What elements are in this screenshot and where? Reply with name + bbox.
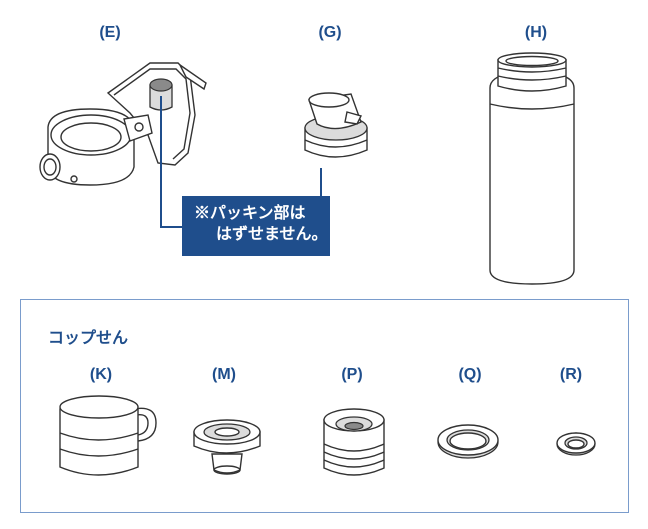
part-m-drawing	[193, 419, 261, 475]
part-e-lid-drawing	[39, 62, 207, 186]
note-line-2: はずせません。	[216, 226, 328, 243]
gasket-note-box: ※パッキン部は はずせません。	[182, 196, 330, 256]
label-part-h: (H)	[524, 24, 548, 41]
part-p-drawing	[323, 408, 385, 476]
label-part-g: (G)	[318, 24, 342, 41]
part-h-bottle-drawing	[489, 52, 575, 285]
label-part-m: (M)	[212, 366, 236, 383]
cup-stopper-title: コップせん	[48, 330, 129, 347]
leader-line-g	[320, 168, 322, 198]
label-part-e: (E)	[99, 24, 121, 41]
part-r-ring-drawing	[556, 432, 596, 456]
leader-line-e	[160, 96, 162, 227]
label-part-p: (P)	[341, 366, 363, 383]
part-q-ring-drawing	[437, 424, 499, 459]
part-k-cup-drawing	[59, 395, 157, 476]
label-part-r: (R)	[559, 366, 583, 383]
leader-line-e-horizontal	[160, 226, 184, 228]
label-part-k: (K)	[89, 366, 113, 383]
part-g-stopper-drawing	[304, 92, 368, 158]
label-part-q: (Q)	[458, 366, 482, 383]
note-line-1: ※パッキン部は	[194, 205, 306, 222]
cup-stopper-panel	[20, 299, 629, 513]
